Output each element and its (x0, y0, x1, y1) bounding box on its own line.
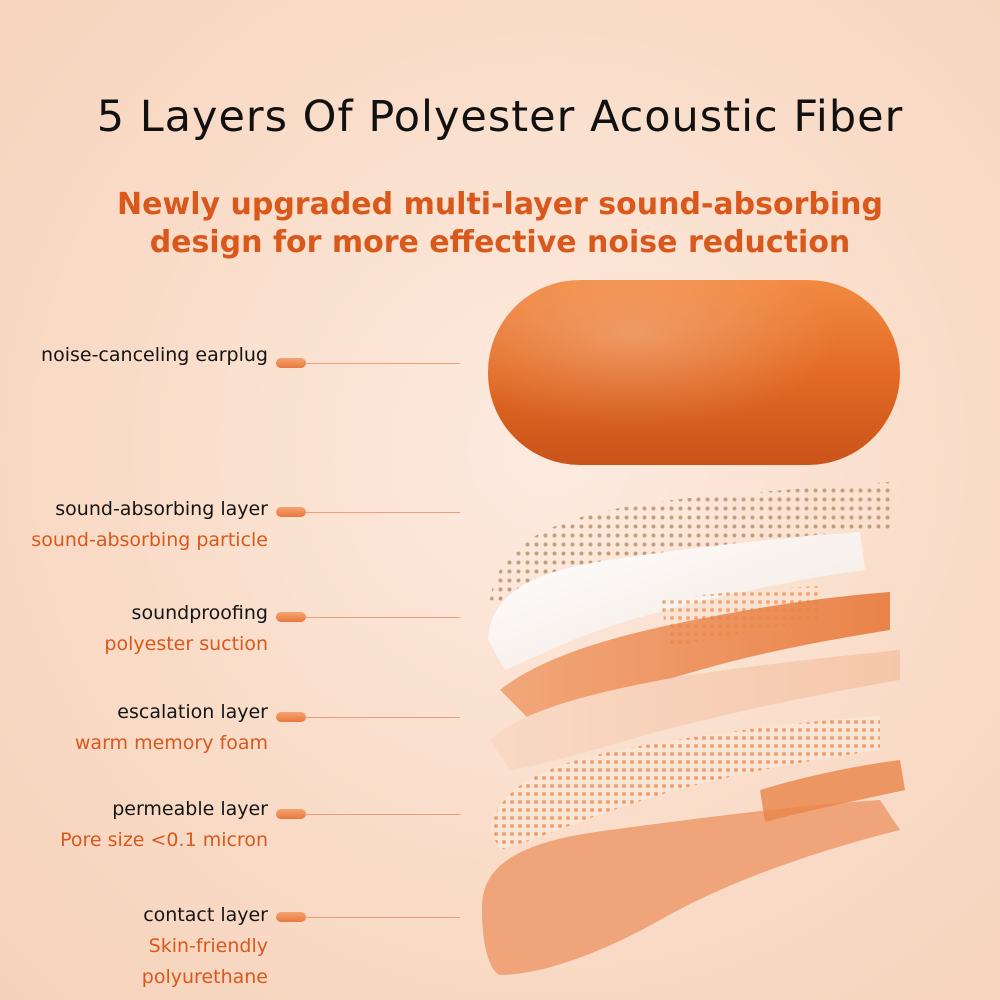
subtitle-line-2: design for more effective noise reductio… (149, 225, 851, 260)
connector-sound-absorbing-layer (276, 507, 460, 517)
page-title: 5 Layers Of Polyester Acoustic Fiber (96, 92, 904, 142)
label-contact-layer-name: contact layer (143, 904, 268, 926)
label-earplug-name: noise-canceling earplug (41, 344, 268, 366)
label-contact-layer-detail-line-1: Skin-friendly (148, 935, 268, 957)
label-contact-layer-detail-line-2: polyurethane (141, 966, 268, 988)
label-soundproofing-detail: polyester suction (104, 633, 268, 655)
contact-layer-accent-graphic (760, 760, 905, 822)
label-sound-absorbing-layer-name: sound-absorbing layer (55, 498, 268, 520)
pale-layer-graphic (490, 650, 900, 770)
label-earplug: noise-canceling earplug (41, 340, 268, 371)
label-escalation-layer-name: escalation layer (117, 701, 268, 723)
label-permeable-layer: permeable layer Pore size <0.1 micron (60, 794, 268, 856)
connector-soundproofing (276, 612, 460, 622)
label-contact-layer: contact layer Skin-friendly polyurethane (142, 900, 268, 993)
label-sound-absorbing-layer: sound-absorbing layer sound-absorbing pa… (31, 494, 268, 556)
label-soundproofing-name: soundproofing (131, 602, 268, 624)
subtitle-line-1: Newly upgraded multi-layer sound-absorbi… (117, 187, 883, 222)
connector-contact-layer (276, 912, 460, 922)
permeable-dots-graphic (490, 716, 880, 850)
label-escalation-layer: escalation layer warm memory foam (75, 697, 268, 759)
label-permeable-layer-detail: Pore size <0.1 micron (60, 829, 268, 851)
subtitle: Newly upgraded multi-layer sound-absorbi… (0, 186, 1000, 262)
label-escalation-layer-detail: warm memory foam (74, 732, 268, 754)
escalation-texture-graphic (660, 586, 820, 648)
label-permeable-layer-name: permeable layer (112, 798, 268, 820)
connector-escalation-layer (276, 712, 460, 722)
earplug-layers-illustration (481, 280, 905, 975)
connector-earplug (276, 358, 460, 368)
label-sound-absorbing-layer-detail: sound-absorbing particle (31, 529, 268, 551)
connector-permeable-layer (276, 809, 460, 819)
contact-layer-graphic (481, 800, 900, 975)
label-soundproofing: soundproofing polyester suction (104, 598, 268, 660)
earplug-graphic (488, 280, 900, 465)
